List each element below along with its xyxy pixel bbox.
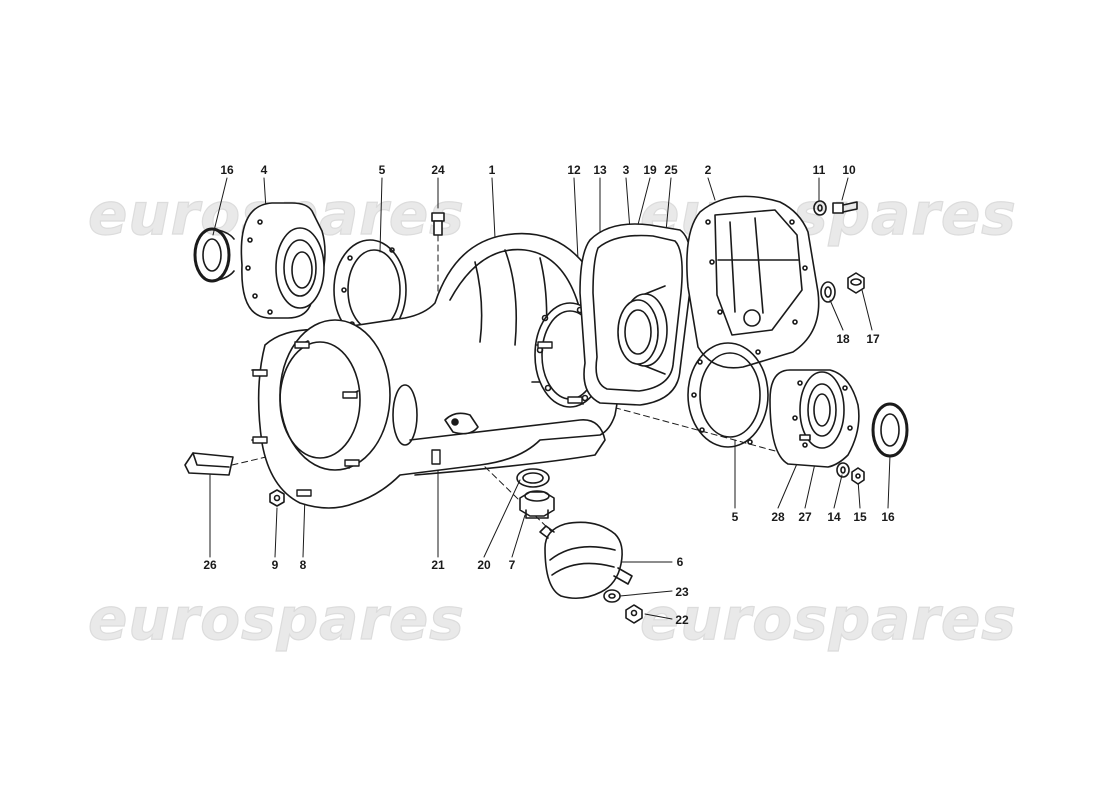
nut-9	[269, 489, 285, 507]
rear-cover	[686, 195, 820, 369]
callout-22: 22	[675, 613, 689, 627]
flange-right	[769, 369, 860, 468]
callout-9: 9	[271, 558, 279, 572]
gasket-lower	[687, 342, 769, 448]
callout-8: 8	[299, 558, 307, 572]
oil-seal-left	[193, 227, 235, 283]
bolt-10	[832, 201, 858, 214]
nut-22	[625, 604, 643, 624]
callout-13: 13	[593, 163, 607, 177]
washer-18	[820, 281, 836, 303]
callout-21: 21	[431, 558, 445, 572]
callout-16-right: 16	[881, 510, 895, 524]
bearing-ring	[617, 285, 668, 375]
callout-5-upper: 5	[378, 163, 386, 177]
plug-17	[847, 272, 865, 294]
watermark-bottom-left: eurospares	[87, 584, 465, 653]
callout-27: 27	[798, 510, 812, 524]
callout-24: 24	[431, 163, 445, 177]
differential-housing	[251, 232, 620, 509]
callout-11: 11	[812, 163, 826, 177]
callout-23: 23	[675, 585, 689, 599]
callout-25: 25	[664, 163, 678, 177]
callout-5-lower: 5	[731, 510, 739, 524]
callout-19: 19	[643, 163, 657, 177]
callout-12: 12	[567, 163, 581, 177]
breather-plug	[431, 212, 445, 236]
callout-18: 18	[836, 332, 850, 346]
oil-seal-right	[871, 402, 909, 458]
callout-4: 4	[260, 163, 268, 177]
callout-3: 3	[622, 163, 630, 177]
rubber-mount-6	[539, 521, 633, 600]
callout-1: 1	[488, 163, 496, 177]
flange-left	[240, 202, 326, 319]
washer-14	[836, 462, 850, 478]
callout-20: 20	[477, 558, 491, 572]
callout-15: 15	[853, 510, 867, 524]
callout-26: 26	[203, 558, 217, 572]
callout-17: 17	[866, 332, 880, 346]
washer-11	[813, 200, 827, 216]
washer-23	[603, 589, 621, 603]
callout-28: 28	[771, 510, 785, 524]
callout-7: 7	[508, 558, 516, 572]
callout-10: 10	[842, 163, 856, 177]
callout-14: 14	[827, 510, 841, 524]
callout-2: 2	[704, 163, 712, 177]
drain-plug-7	[519, 490, 555, 519]
nut-15	[851, 467, 865, 485]
callout-6: 6	[676, 555, 684, 569]
washer-20	[516, 468, 550, 488]
watermark-bottom-right: eurospares	[639, 584, 1017, 653]
bracket	[184, 452, 234, 476]
callout-16-left: 16	[220, 163, 234, 177]
